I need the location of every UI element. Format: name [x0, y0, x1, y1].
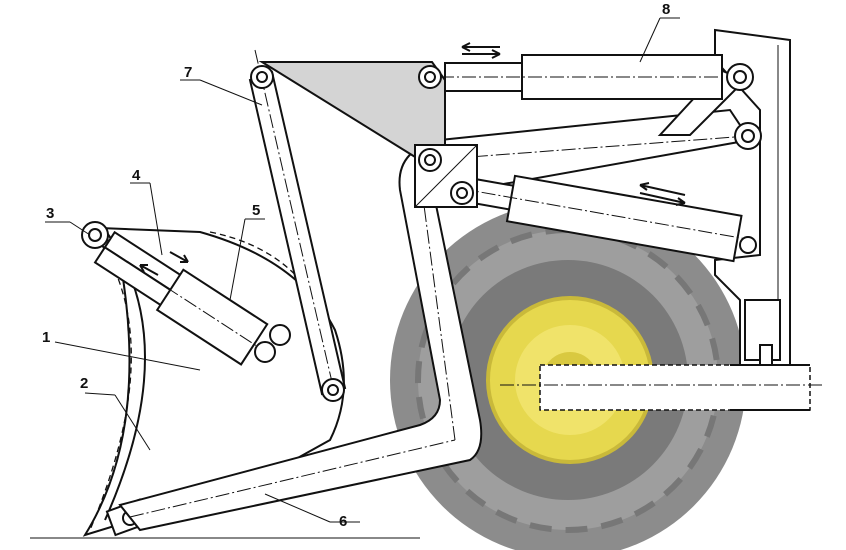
label-7: 7 — [184, 64, 192, 81]
label-6: 6 — [339, 513, 347, 530]
axle — [539, 364, 811, 411]
label-5: 5 — [252, 202, 260, 219]
frame — [714, 28, 791, 366]
label-3: 3 — [46, 205, 54, 222]
bucket — [82, 226, 345, 537]
cylinder-lower — [459, 174, 756, 263]
rocker-plate — [258, 61, 446, 167]
label-8: 8 — [662, 1, 670, 18]
label-4: 4 — [132, 167, 141, 184]
label-2: 2 — [80, 375, 88, 392]
bucket-cylinder — [92, 230, 269, 366]
callouts: 1 2 3 4 5 6 7 8 — [42, 1, 680, 530]
cylinder-upper — [440, 42, 754, 100]
label-1: 1 — [42, 329, 50, 346]
